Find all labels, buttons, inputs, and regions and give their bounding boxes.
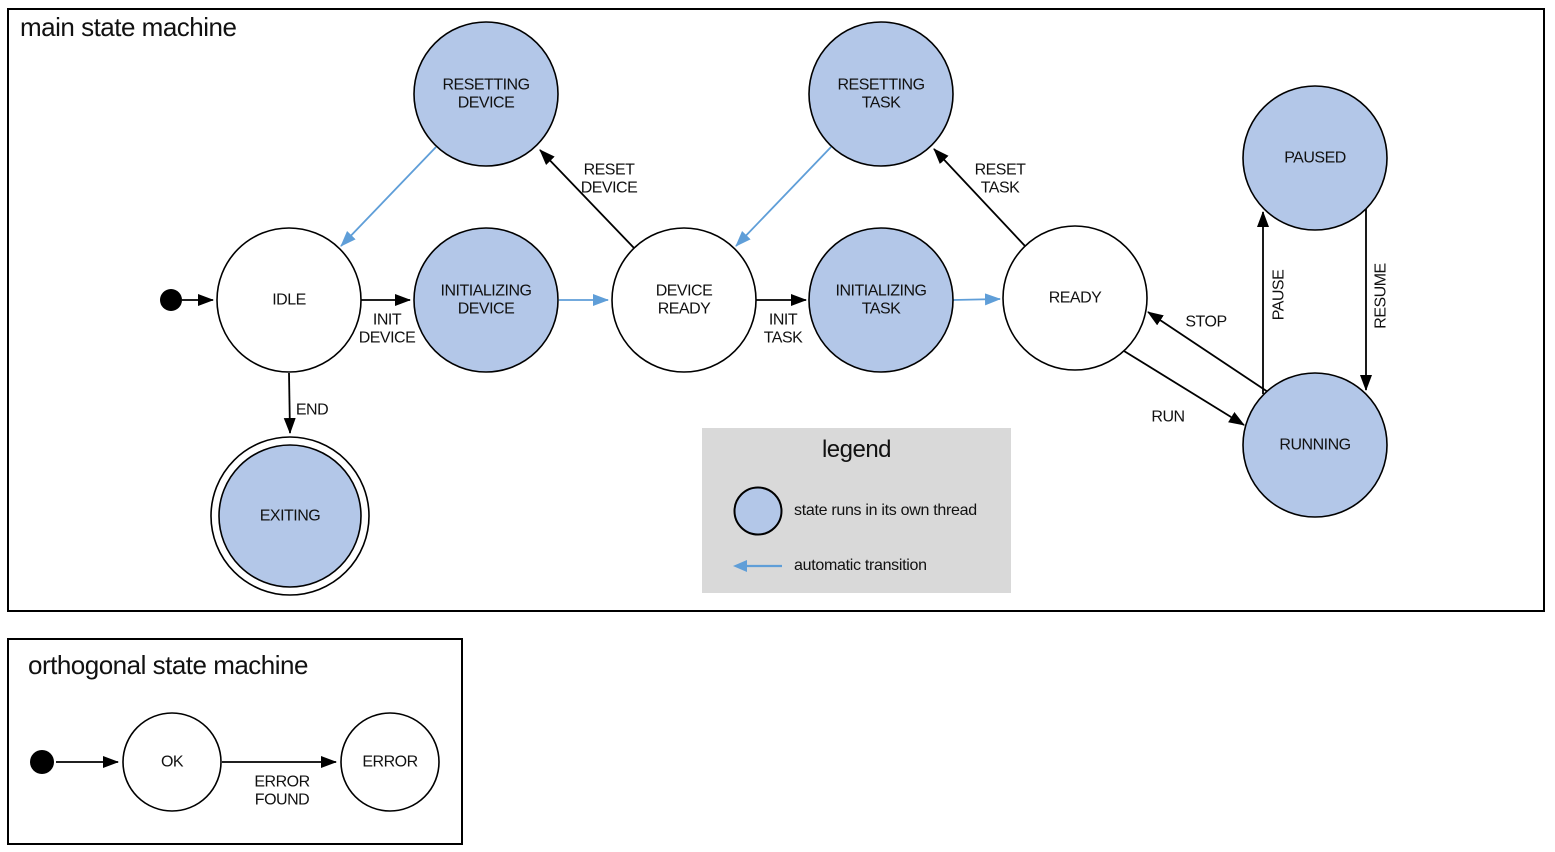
legend-title: legend (821, 436, 892, 463)
legend-thread-state-label: state runs in its own thread (794, 502, 977, 519)
auto-transition-arrow-icon (733, 560, 782, 572)
orthogonal-state-machine-title: orthogonal state machine (28, 650, 308, 680)
legend-item-thread-state: state runs in its own thread (732, 485, 977, 537)
thread-state-swatch-icon (733, 486, 783, 536)
legend-item-auto-transition: automatic transition (732, 557, 927, 575)
legend-panel: legend state runs in its own thread auto… (702, 428, 1011, 593)
legend-auto-transition-label: automatic transition (794, 557, 927, 574)
main-state-machine-title: main state machine (20, 12, 237, 42)
